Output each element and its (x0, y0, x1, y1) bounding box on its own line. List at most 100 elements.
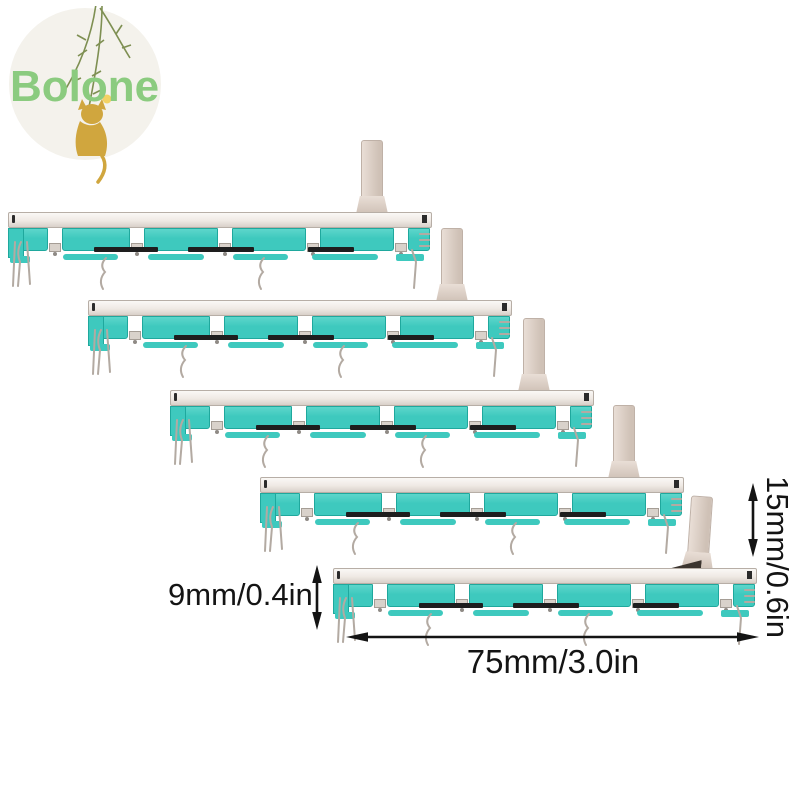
fader-base-strip (313, 342, 368, 348)
terminal-tab (395, 243, 407, 252)
pin-wire (99, 257, 107, 290)
fader-body-segment (400, 316, 474, 339)
resistive-track (419, 603, 483, 608)
pin-wire (269, 506, 274, 552)
rail-end-mark (674, 480, 679, 488)
fader-base-strip (392, 342, 458, 348)
screw-dot (303, 340, 307, 344)
fader-body-segment (484, 493, 558, 516)
fader-knob-stem (613, 405, 635, 463)
fader-base-strip (228, 342, 284, 348)
terminal-tab (720, 599, 732, 608)
pin-wire (278, 506, 283, 550)
brand-logo-badge: Bolone (8, 6, 192, 186)
terminal-tab (647, 508, 659, 517)
terminal-tab (211, 421, 223, 430)
resistive-track (94, 247, 158, 252)
brand-logo-text: Bolone (10, 62, 160, 111)
pin-wire (744, 589, 755, 603)
rail-end-mark (12, 215, 15, 223)
pin-wire (342, 597, 347, 643)
pin-wire (419, 233, 430, 247)
pin-wire (351, 522, 359, 555)
fader-body-segment (572, 493, 646, 516)
fader-knob (518, 318, 550, 392)
fader-knob-stem (523, 318, 545, 376)
pin-wire (499, 321, 510, 335)
pin-wire (573, 427, 580, 467)
rail-end-mark (337, 571, 340, 579)
fader-foot (558, 432, 586, 439)
fader-knob (356, 140, 388, 214)
fader-body-segment (469, 584, 543, 607)
height-dimension-label: 15mm/0.6in (760, 476, 795, 638)
resistive-track (188, 247, 254, 252)
solder-pin-wires (264, 498, 682, 555)
rail-end-mark (502, 303, 507, 311)
fader-base-strip (312, 254, 378, 260)
fader-base-strip (225, 432, 280, 438)
fader-body-segment (312, 316, 386, 339)
screw-dot (297, 430, 301, 434)
slide-potentiometer (333, 495, 757, 656)
rail-end-mark (584, 393, 589, 401)
fader-rail (170, 390, 594, 406)
flower-icon (102, 94, 112, 104)
fader-knob (681, 495, 718, 571)
fader-rail (88, 300, 512, 316)
fader-body-segment (557, 584, 631, 607)
pin-wire (97, 329, 102, 375)
rail-end-mark (92, 303, 95, 311)
fader-base-strip (485, 519, 540, 525)
fader-body-segment (645, 584, 719, 607)
resistive-track (513, 603, 579, 608)
pin-wire (188, 419, 193, 463)
terminal-tab (374, 599, 386, 608)
rail-end-mark (174, 393, 177, 401)
fader-knob-base (436, 284, 468, 302)
fader-base-strip (558, 610, 613, 616)
pin-wire (509, 522, 517, 555)
fader-base-strip (388, 610, 443, 616)
slide-potentiometer (88, 228, 512, 388)
screw-dot (215, 430, 219, 434)
fader-body-segment (482, 406, 556, 429)
terminal-tab (475, 331, 487, 340)
terminal-tab (49, 243, 61, 252)
pin-wire (106, 329, 111, 373)
fader-knob (608, 405, 640, 479)
fader-body-segment (232, 228, 306, 251)
screw-dot (53, 252, 57, 256)
pin-wire (663, 514, 670, 554)
resistive-track (346, 512, 410, 517)
fader-base-strip (395, 432, 450, 438)
fader-knob-stem (441, 228, 463, 286)
solder-pin-wires (92, 321, 510, 378)
fader-base-strip (564, 519, 630, 525)
screw-dot (385, 430, 389, 434)
rail-end-mark (264, 480, 267, 488)
logo-decoration (9, 6, 161, 184)
fader-knob-base (608, 461, 640, 479)
pin-wire (179, 345, 187, 378)
pin-wire (581, 411, 592, 425)
pin-wire (257, 257, 265, 290)
slide-potentiometer (170, 318, 594, 478)
fader-body-segment (320, 228, 394, 251)
fader-knob-stem (361, 140, 383, 198)
rail-end-mark (422, 215, 427, 223)
pin-wire (411, 249, 418, 289)
length-dimension-label: 75mm/3.0in (466, 643, 640, 680)
pin-wire (419, 435, 427, 468)
fader-rail (260, 477, 684, 493)
screw-dot (460, 608, 464, 612)
fader-base-strip (233, 254, 288, 260)
fader-foot (648, 519, 676, 526)
screw-dot (548, 608, 552, 612)
pin-wire (12, 241, 16, 287)
terminal-tab (129, 331, 141, 340)
fader-base-strip (63, 254, 118, 260)
pin-wire (264, 506, 268, 552)
fader-rail (333, 568, 757, 584)
